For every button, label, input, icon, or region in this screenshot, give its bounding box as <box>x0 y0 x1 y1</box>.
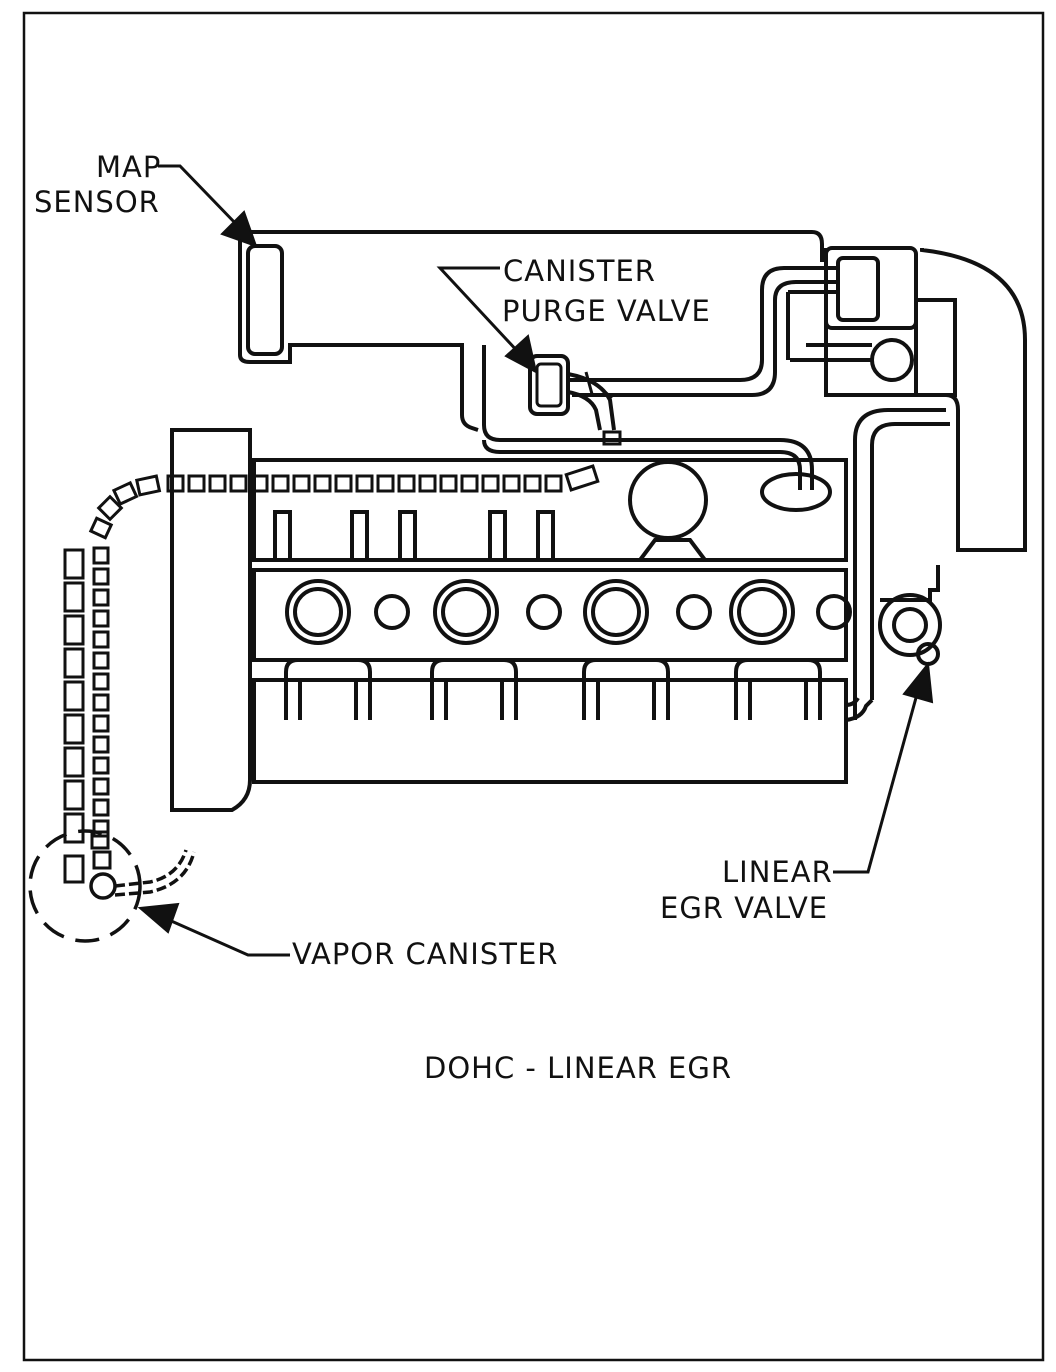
hose-segment <box>63 548 85 580</box>
hose-segment <box>397 474 416 493</box>
hose-segment <box>63 713 85 745</box>
hose-segment <box>439 474 458 493</box>
oil-filler-cap <box>628 460 832 540</box>
hose-segment <box>134 474 162 497</box>
hose-segment <box>92 798 110 817</box>
hose-segment <box>63 779 85 811</box>
leader-lines <box>158 164 924 957</box>
hose-segment <box>92 777 110 796</box>
air-intake-duct <box>920 248 1027 552</box>
hose-segment <box>63 647 85 679</box>
hose-segment <box>523 474 542 493</box>
hose-segment <box>166 474 185 493</box>
throttle-body <box>790 246 957 397</box>
canister-purge-valve-label-line1: CANISTER <box>503 254 656 288</box>
hose-segment <box>96 494 124 522</box>
hose-segment <box>355 474 374 493</box>
hose-segment <box>271 474 290 493</box>
linear-egr-valve-label-line1: LINEAR <box>722 855 833 889</box>
hose-segment <box>418 474 437 493</box>
hose-segment <box>63 581 85 613</box>
arrowheads <box>137 210 934 934</box>
diagram-caption: DOHC - LINEAR EGR <box>424 1051 732 1085</box>
hose-segment <box>63 812 85 844</box>
map-sensor-label-line2: SENSOR <box>34 185 160 219</box>
map-sensor-label-line1: MAP <box>96 150 161 184</box>
hose-segment <box>544 474 563 493</box>
hose-segment <box>63 854 85 884</box>
hose-segment <box>63 680 85 712</box>
egr-vacuum-line <box>482 439 802 490</box>
hose-segment <box>92 651 110 670</box>
block-ribs <box>284 658 822 720</box>
hose-segment <box>92 756 110 775</box>
hose-segment <box>92 546 110 565</box>
hose-segment <box>187 474 206 493</box>
spark-plug-wells <box>285 579 852 645</box>
hose-segment <box>250 474 269 493</box>
hose-segment <box>292 474 311 493</box>
map-sensor <box>246 244 284 356</box>
hose-segment <box>92 735 110 754</box>
canister-purge-valve <box>528 354 622 446</box>
hose-segment <box>92 588 110 607</box>
hose-segment <box>88 516 114 540</box>
hose-segment <box>92 609 110 628</box>
hose-segment <box>229 474 248 493</box>
hose-segment <box>460 474 479 493</box>
hose-segment <box>92 630 110 649</box>
vapor-canister <box>28 829 196 943</box>
hose-segment <box>92 693 110 712</box>
hose-segment <box>376 474 395 493</box>
hose-segment <box>92 714 110 733</box>
hose-segment <box>564 464 600 492</box>
hose-segment <box>502 474 521 493</box>
egr-vacuum-line-inner <box>600 438 814 490</box>
hose-segment <box>111 480 139 507</box>
frame-border <box>22 11 1045 1362</box>
hose-segment <box>92 672 110 691</box>
vapor-canister-arrowhead <box>137 902 180 934</box>
hose-segment <box>334 474 353 493</box>
egr-pipe <box>845 408 950 722</box>
purge-valve-arrowhead <box>504 334 538 374</box>
hose-segment <box>63 614 85 646</box>
vapor-canister-label: VAPOR CANISTER <box>292 937 558 971</box>
hose-segment <box>92 850 112 870</box>
hose-segment <box>63 746 85 778</box>
map-sensor-arrowhead <box>220 210 258 248</box>
linear-egr-valve <box>878 565 942 666</box>
canister-purge-valve-label-line2: PURGE VALVE <box>502 294 711 328</box>
hose-segment <box>313 474 332 493</box>
hose-segment <box>208 474 227 493</box>
purge-line <box>568 266 838 397</box>
hose-segment <box>92 567 110 586</box>
egr-valve-arrowhead <box>902 661 934 704</box>
hose-segment <box>481 474 500 493</box>
vapor-hose <box>63 464 600 884</box>
linear-egr-valve-label-line2: EGR VALVE <box>660 891 828 925</box>
hose-segment <box>92 819 110 838</box>
